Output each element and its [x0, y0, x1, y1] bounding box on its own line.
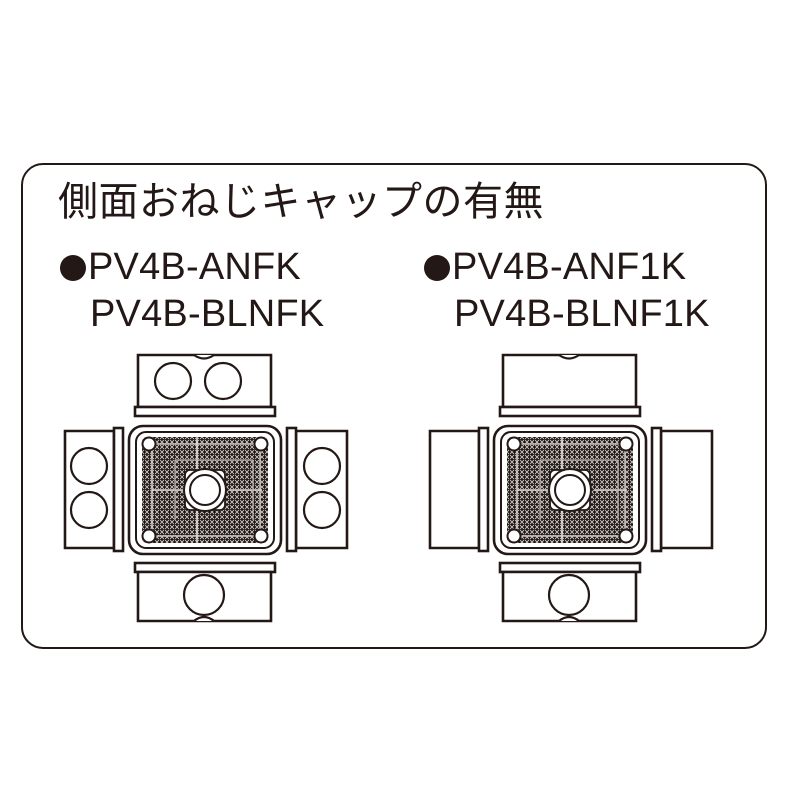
variant-label-group-right: PV4B-ANF1K PV4B-BLNF1K [424, 244, 710, 338]
knockout-hole [203, 361, 243, 401]
knockout-hole [153, 361, 193, 401]
corner-screw [253, 528, 269, 544]
corner-screw [618, 528, 634, 544]
variant-left-model-secondary: PV4B-BLNFK [90, 293, 325, 335]
knockout-hole [69, 490, 109, 530]
panel-bottom [133, 561, 277, 623]
bullet-icon [60, 255, 86, 281]
diagram-with-side-caps [57, 352, 357, 624]
knockout-hole [302, 490, 342, 530]
corner-screw [141, 436, 157, 452]
panel-left [63, 426, 125, 553]
corner-screw [253, 436, 269, 452]
center-boss-icon [548, 468, 592, 512]
center-face [127, 424, 283, 556]
knockout-hole [182, 573, 226, 617]
knockout-hole [547, 573, 591, 617]
diagram-without-side-caps [422, 352, 722, 624]
knockout-hole [302, 446, 342, 486]
variant-right-model-primary-line: PV4B-ANF1K [424, 244, 710, 291]
corner-screw [506, 528, 522, 544]
panel-right [285, 426, 349, 553]
panel-top [498, 353, 642, 418]
variant-left-model-primary: PV4B-ANFK [88, 246, 301, 288]
corner-screw [141, 528, 157, 544]
bullet-icon [424, 255, 450, 281]
center-face [492, 424, 648, 556]
knockout-hole [69, 446, 109, 486]
variant-right-model-secondary: PV4B-BLNF1K [454, 293, 710, 335]
page-title: 側面おねじキャップの有無 [58, 180, 544, 224]
variant-left-model-primary-line: PV4B-ANFK [60, 244, 324, 291]
panel-left [428, 426, 490, 553]
panel-bottom [498, 561, 642, 623]
variant-label-group-left: PV4B-ANFK PV4B-BLNFK [60, 244, 324, 338]
variant-right-model-primary: PV4B-ANF1K [452, 246, 687, 288]
panel-top [133, 353, 277, 418]
corner-screw [506, 436, 522, 452]
panel-right [650, 426, 714, 553]
corner-screw [618, 436, 634, 452]
center-boss-icon [183, 468, 227, 512]
